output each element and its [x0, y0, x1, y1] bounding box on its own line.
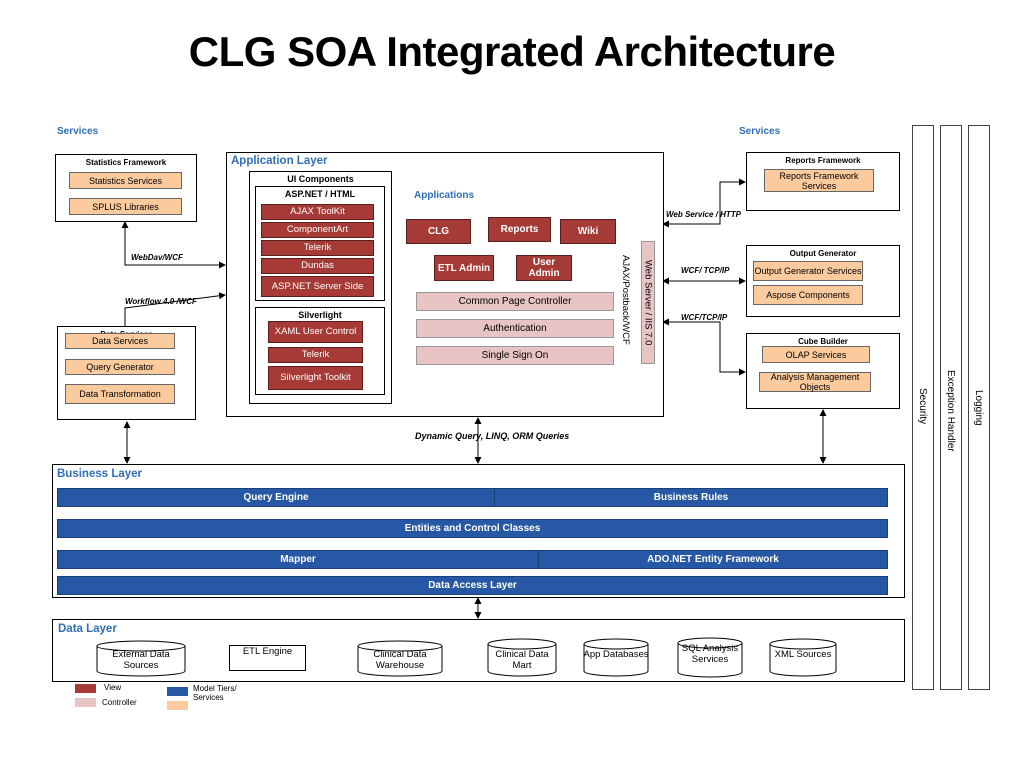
business-rules: Business Rules — [494, 488, 888, 507]
app-databases: App Databases — [583, 649, 649, 660]
logging-pillar — [968, 125, 990, 690]
aspnet-server-side: ASP.NET Server Side — [261, 276, 374, 297]
app-wiki: Wiki — [560, 219, 616, 244]
silverlight-toolkit: Silverlight Toolkit — [268, 366, 363, 390]
legend-services-swatch — [167, 701, 188, 710]
telerik-silverlight: Telerik — [268, 347, 363, 363]
legend-view-swatch — [75, 684, 96, 693]
dundas: Dundas — [261, 258, 374, 274]
ado-net-entity-framework: ADO.NET Entity Framework — [538, 550, 888, 569]
entities-control-classes: Entities and Control Classes — [57, 519, 888, 538]
query-engine: Query Engine — [57, 488, 495, 507]
app-etl-admin: ETL Admin — [434, 255, 494, 281]
wcf-tcp-label-1: WCF/ TCP/IP — [681, 266, 730, 275]
logging-label: Logging — [973, 390, 984, 426]
security-label: Security — [917, 388, 928, 425]
output-generator-box: Output Generator — [746, 245, 900, 317]
splus-libraries: SPLUS Libraries — [69, 198, 182, 215]
ui-components-title: UI Components — [287, 174, 354, 184]
legend-model-label: Model Tiers/ Services — [193, 684, 237, 702]
aspnet-title: ASP.NET / HTML — [284, 189, 356, 199]
wcf-tcp-label-2: WCF/TCP/IP — [681, 313, 728, 322]
applications-title: Applications — [414, 190, 475, 201]
etl-engine: ETL Engine — [242, 646, 293, 657]
authentication: Authentication — [416, 319, 614, 338]
application-layer-title: Application Layer — [231, 155, 328, 167]
sql-analysis-services-cylinder — [677, 637, 743, 678]
ajax-postback-label: AJAX/Postback/WCF — [620, 255, 631, 345]
xml-sources: XML Sources — [774, 649, 832, 660]
app-user-admin: User Admin — [516, 255, 572, 281]
telerik-aspnet: Telerik — [261, 240, 374, 256]
exception-handler-label: Exception Handler — [945, 370, 956, 452]
web-service-label: Web Service / HTTP — [666, 210, 741, 219]
single-sign-on: Single Sign On — [416, 346, 614, 365]
dynamic-query-label: Dynamic Query, LINQ, ORM Queries — [415, 431, 570, 441]
reports-framework-services: Reports Framework Services — [764, 169, 874, 192]
xaml-user-control: XAML User Control — [268, 321, 363, 343]
legend-model-swatch — [167, 687, 188, 696]
data-transformation: Data Transformation — [65, 384, 175, 404]
analysis-management-objects: Analysis Management Objects — [759, 372, 871, 392]
olap-services: OLAP Services — [762, 346, 870, 363]
app-databases-cylinder — [583, 638, 649, 677]
xml-sources-cylinder — [769, 638, 837, 677]
etl-engine-box — [229, 645, 306, 671]
cube-builder-title: Cube Builder — [798, 337, 848, 346]
legend-controller-label: Controller — [102, 698, 137, 707]
external-data-sources: External Data Sources — [112, 649, 170, 671]
legend-view-label: View — [104, 683, 122, 692]
statistics-framework-title: Statistics Framework — [85, 158, 167, 167]
mapper: Mapper — [57, 550, 539, 569]
business-layer-title: Business Layer — [57, 468, 143, 480]
webdav-label: WebDav/WCF — [131, 253, 183, 262]
aspose-components: Aspose Components — [753, 285, 863, 305]
output-generator-title: Output Generator — [789, 249, 857, 258]
reports-framework-title: Reports Framework — [785, 156, 861, 165]
data-access-layer: Data Access Layer — [57, 576, 888, 595]
clinical-data-warehouse: Clinical Data Warehouse — [373, 649, 427, 671]
ajax-toolkit: AJAX ToolKit — [261, 204, 374, 220]
clinical-data-mart-cylinder — [487, 638, 557, 677]
app-clg: CLG — [406, 219, 471, 244]
clinical-data-mart: Clinical Data Mart — [495, 649, 549, 671]
external-data-sources-cylinder — [96, 640, 186, 677]
common-page-controller: Common Page Controller — [416, 292, 614, 311]
sql-analysis-services: SQL Analysis Services — [681, 643, 739, 665]
web-server-box: Web Server / IIS 7.0 — [641, 241, 655, 364]
output-generator-services: Output Generator Services — [753, 261, 863, 281]
web-server-label: Web Server / IIS 7.0 — [642, 259, 654, 346]
workflow-label: Workflow 4.0 /WCF — [125, 297, 197, 306]
cube-builder-box: Cube Builder — [746, 333, 900, 409]
security-pillar — [912, 125, 934, 690]
legend-controller-swatch — [75, 698, 96, 707]
app-reports: Reports — [488, 217, 551, 242]
page-title: CLG SOA Integrated Architecture — [188, 28, 836, 75]
query-generator: Query Generator — [65, 359, 175, 375]
statistics-services: Statistics Services — [69, 172, 182, 189]
data-services-item: Data Services — [65, 333, 175, 349]
services-left-label: Services — [57, 126, 99, 137]
services-right-label: Services — [739, 126, 781, 137]
exception-handler-pillar — [940, 125, 962, 690]
data-layer-box — [52, 619, 905, 682]
data-layer-title: Data Layer — [58, 623, 117, 635]
silverlight-title: Silverlight — [298, 310, 342, 320]
componentart: ComponentArt — [261, 222, 374, 238]
clinical-data-warehouse-cylinder — [357, 640, 443, 677]
